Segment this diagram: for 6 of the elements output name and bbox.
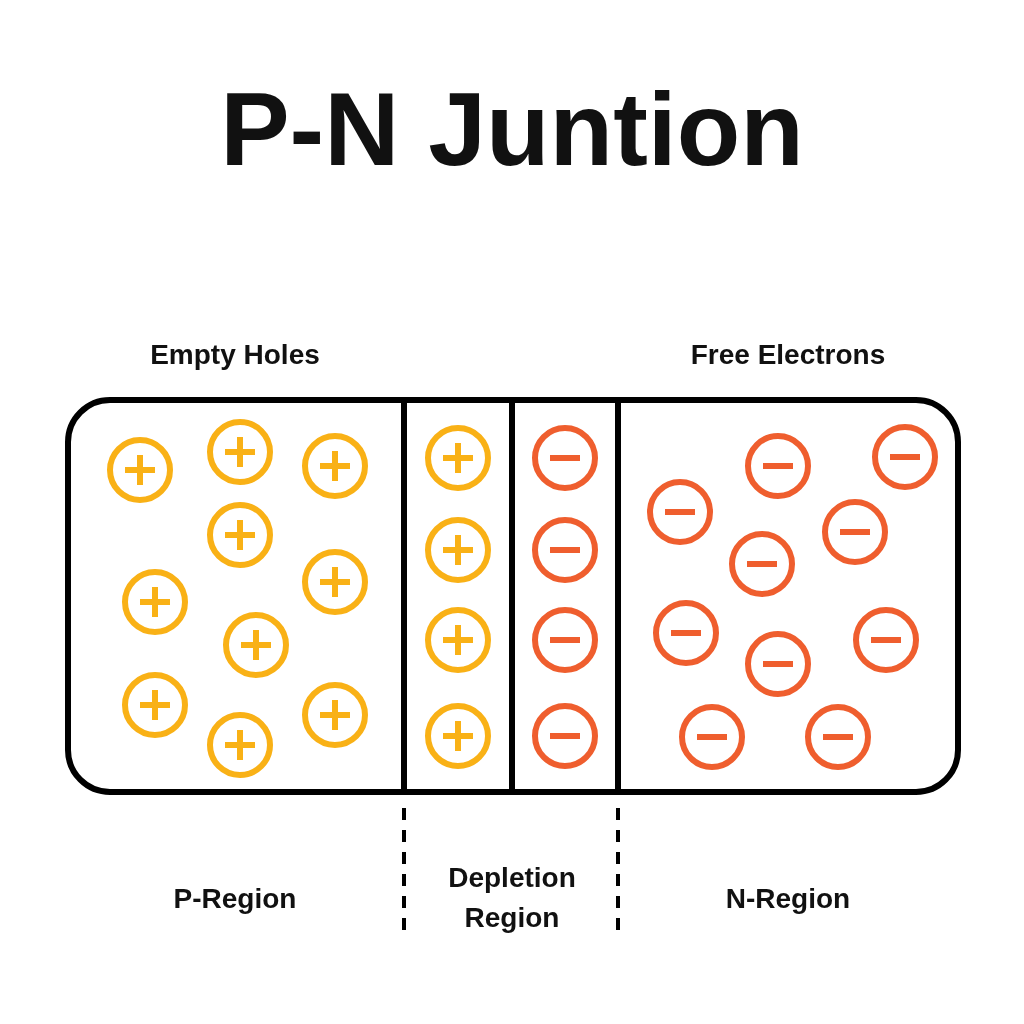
title: P-N Juntion bbox=[219, 70, 805, 189]
region-label: Free Electrons bbox=[689, 338, 887, 372]
region-label: P-Region bbox=[172, 882, 298, 916]
region-label: N-Region bbox=[724, 882, 852, 916]
region-label: Depletion Region bbox=[447, 861, 577, 935]
region-label: Empty Holes bbox=[149, 338, 321, 372]
